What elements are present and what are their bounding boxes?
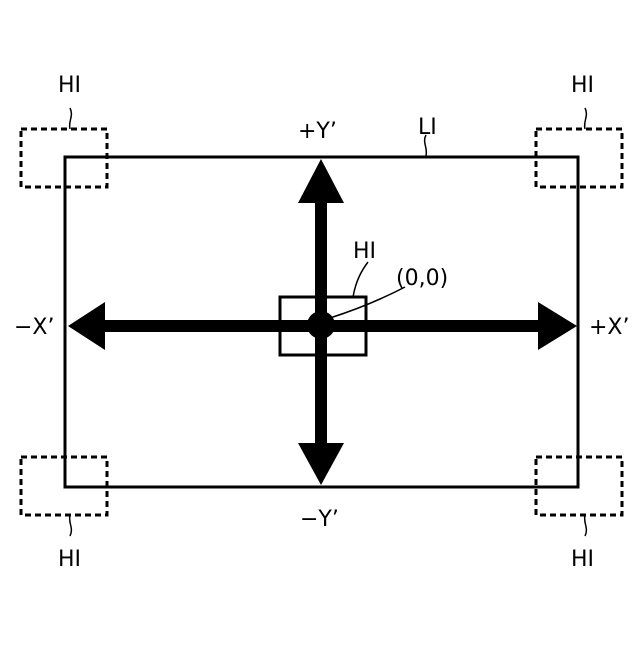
label-hi-bottom-right: HI	[571, 547, 594, 572]
plus-y-arrowhead	[298, 159, 344, 203]
minus-y-arrowhead	[298, 443, 344, 485]
label-origin: (0,0)	[396, 266, 448, 291]
label-li: LI	[418, 115, 437, 140]
label-hi-top-left: HI	[58, 73, 81, 98]
label-hi-center: HI	[353, 239, 376, 264]
leader-hi-bottom-left	[70, 515, 72, 536]
plus-x-arrowhead	[538, 302, 577, 350]
label-plus-y: +Y’	[298, 119, 337, 144]
origin-dot	[307, 311, 335, 339]
leader-hi-center	[353, 262, 368, 297]
label-minus-y: −Y’	[300, 507, 339, 532]
label-minus-x: −X’	[14, 315, 55, 340]
minus-x-arrowhead	[68, 302, 105, 350]
label-plus-x: +X’	[589, 315, 630, 340]
leader-hi-top-left	[70, 108, 72, 129]
leader-hi-bottom-right	[585, 515, 587, 536]
label-hi-bottom-left: HI	[58, 547, 81, 572]
leader-hi-top-right	[585, 108, 587, 129]
label-hi-top-right: HI	[571, 73, 594, 98]
